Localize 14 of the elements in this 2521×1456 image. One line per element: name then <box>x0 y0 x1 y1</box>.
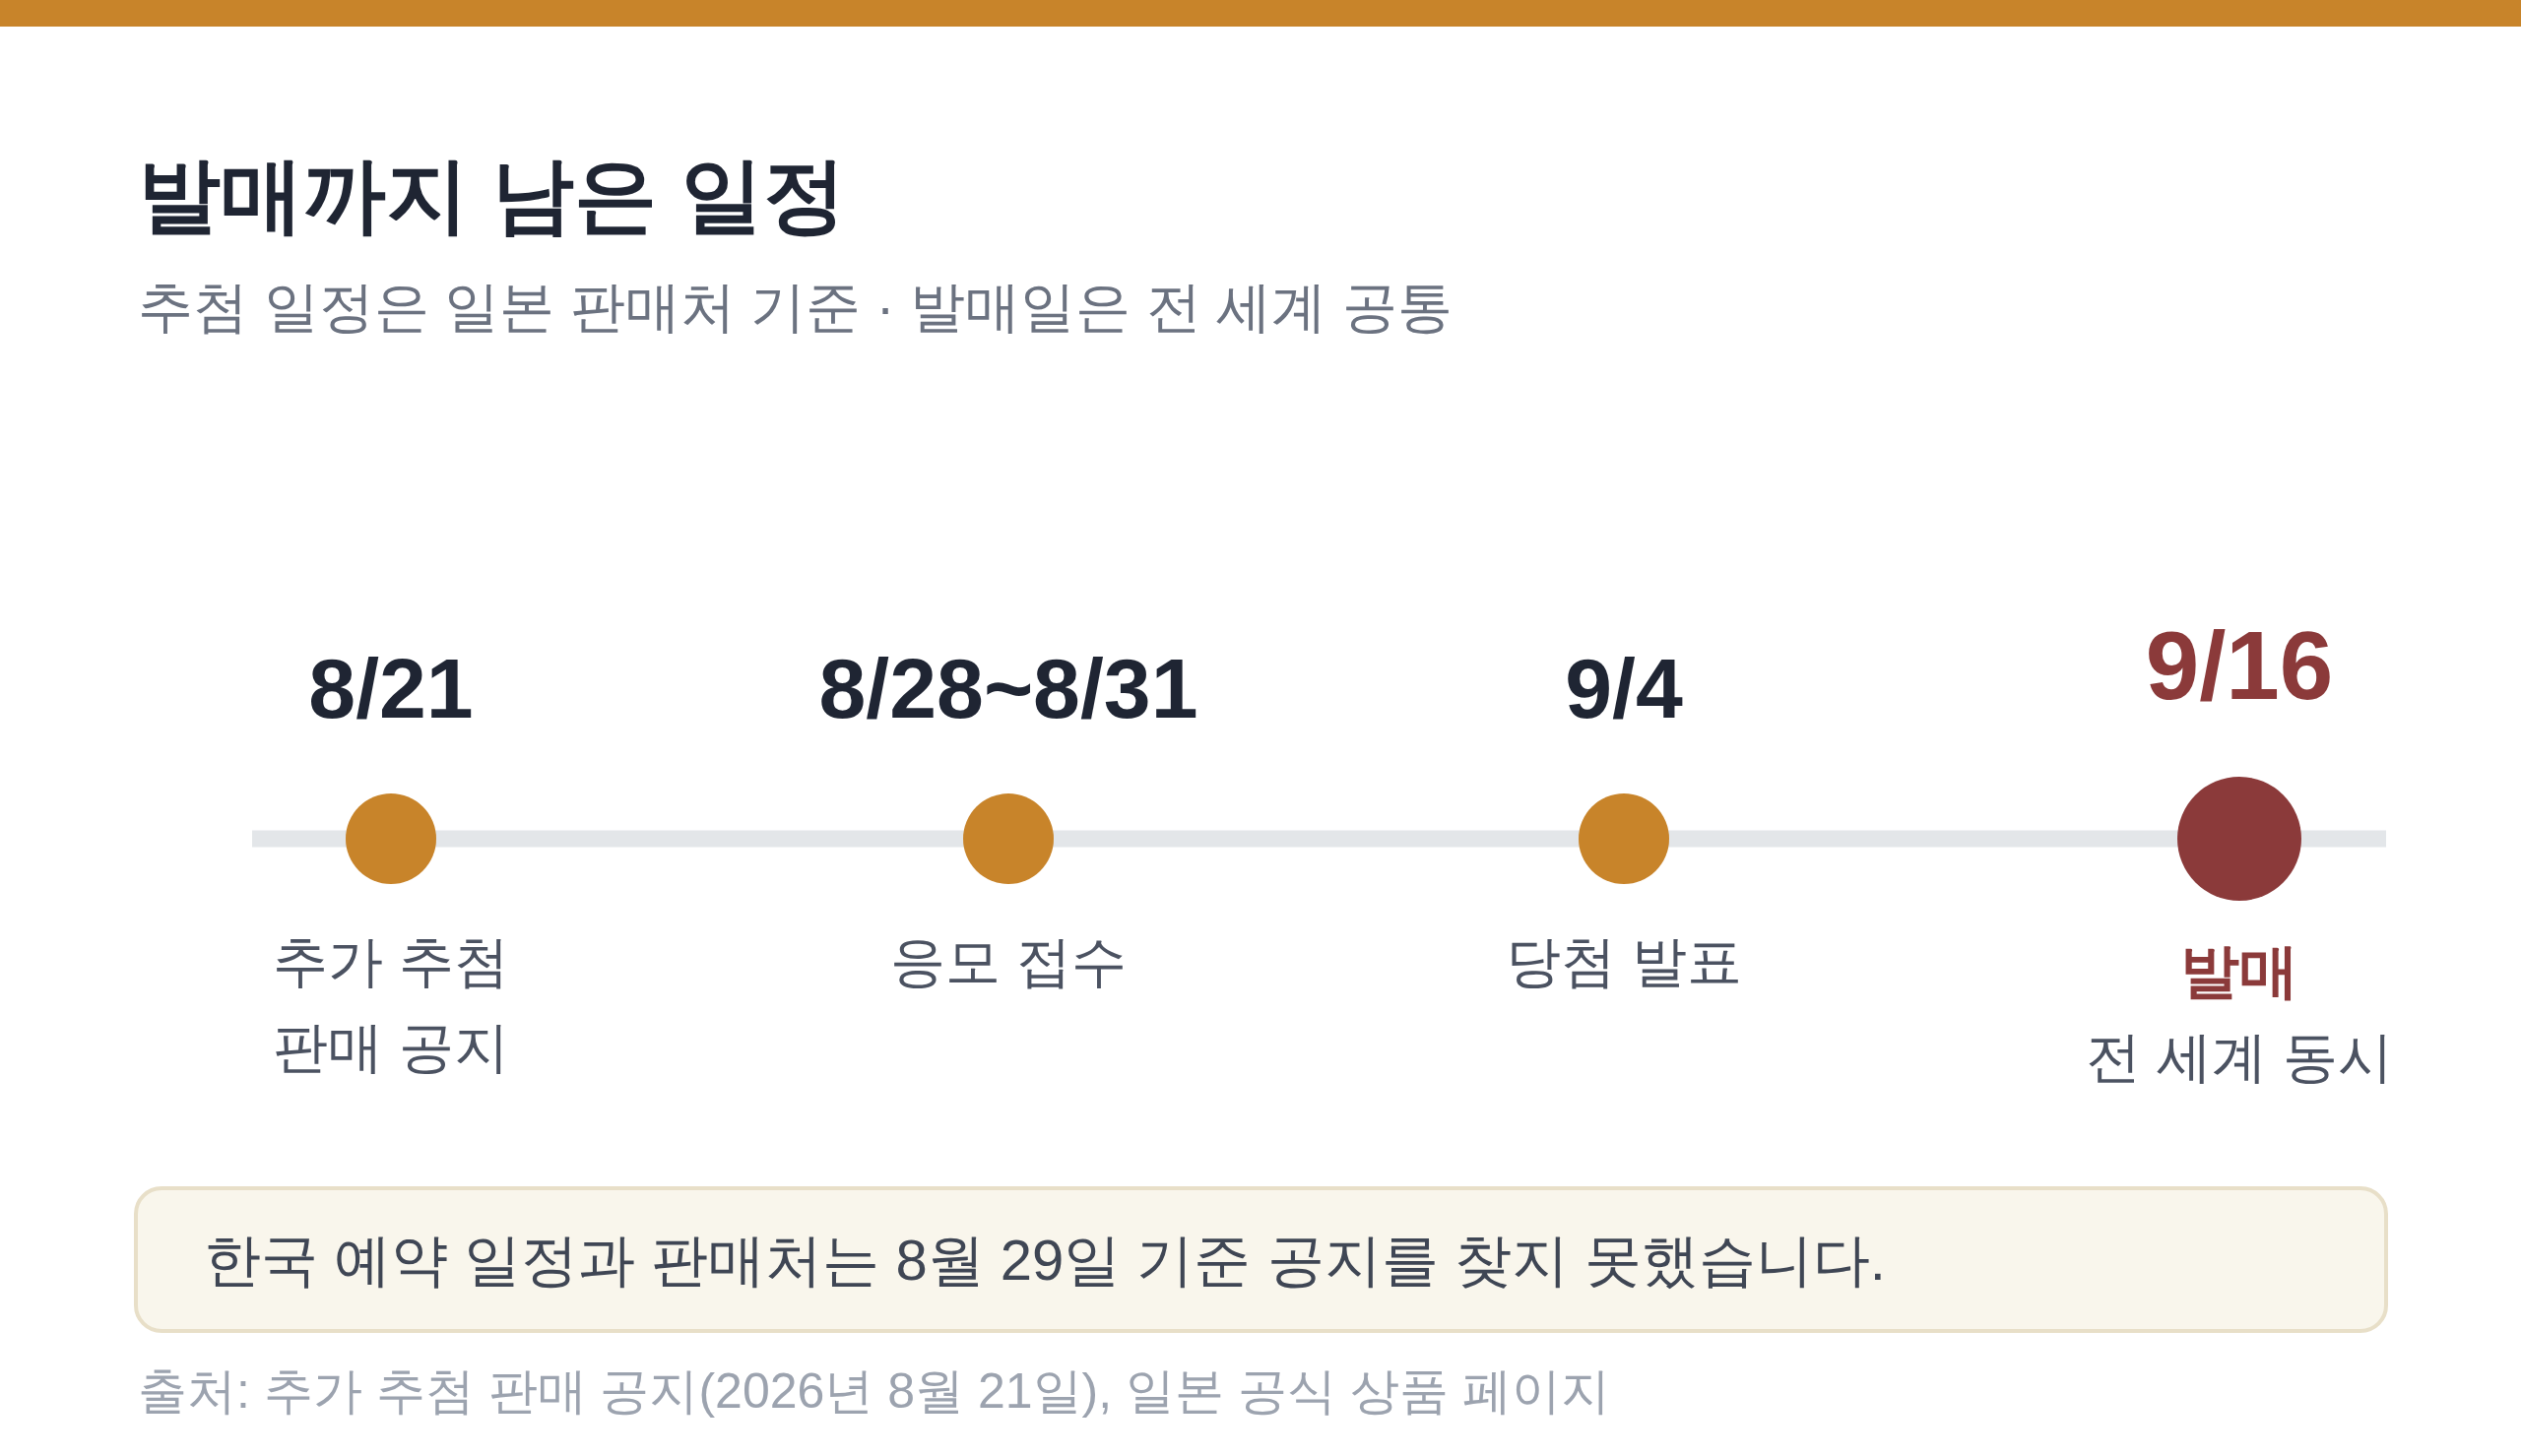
event-label: 응모 접수 <box>890 929 1127 994</box>
release-label: 발매 <box>2180 937 2298 1006</box>
date-label: 8/21 <box>308 639 474 737</box>
date-label: 9/4 <box>1565 639 1683 737</box>
date-label: 9/16 <box>2145 610 2334 722</box>
title: 발매까지 남은 일정 <box>138 148 846 243</box>
note-box <box>134 1186 2388 1333</box>
note-text: 한국 예약 일정과 판매처는 8월 29일 기준 공지를 찾지 못했습니다. <box>204 1226 1886 1294</box>
date-label: 8/28~8/31 <box>818 639 1198 737</box>
subtitle: 추첨 일정은 일본 판매처 기준 · 발매일은 전 세계 공통 <box>138 275 1453 340</box>
event-label: 당첨 발표 <box>1506 929 1742 994</box>
event-label: 추가 추첨 판매 공지 <box>272 929 510 1080</box>
source-note: 출처: 추가 추첨 판매 공지(2026년 8월 21일), 일본 공식 상품 페이지 <box>138 1362 1610 1421</box>
event-label: 전 세계 동시 <box>2086 1025 2393 1090</box>
